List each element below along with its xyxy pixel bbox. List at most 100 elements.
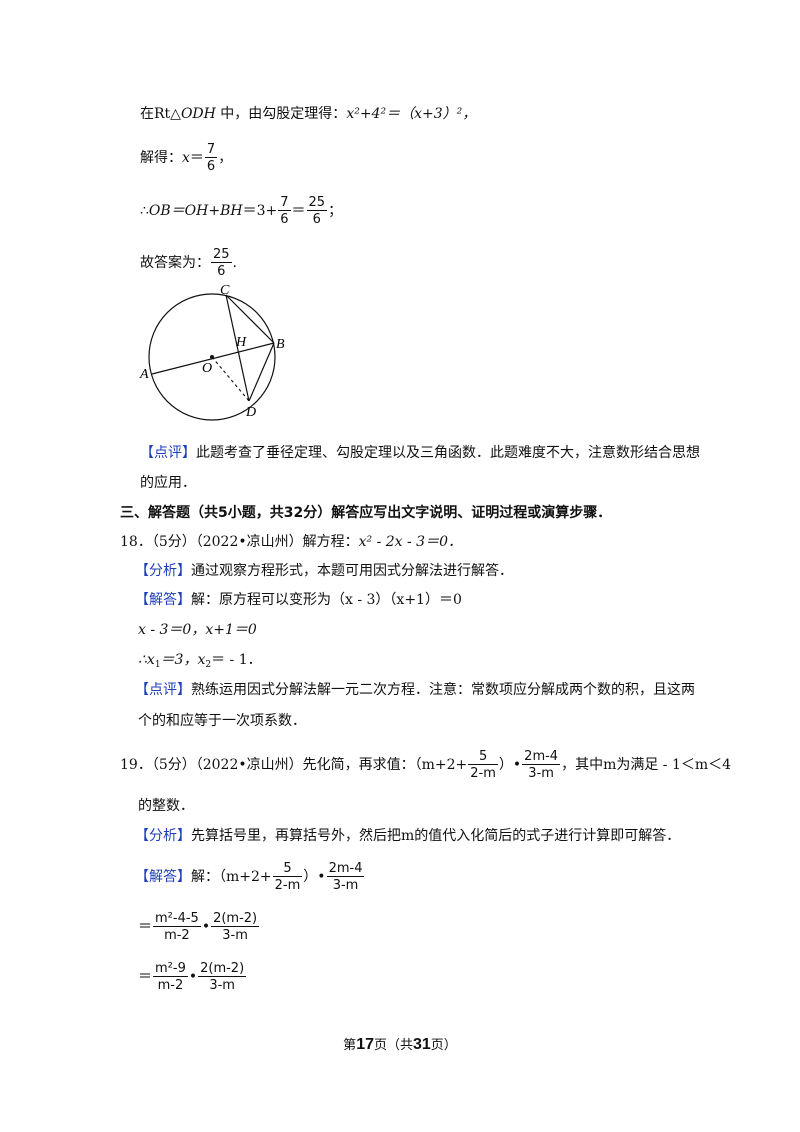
line-pythagoras: 在Rt△ODH 中，由勾股定理得：x²+4²＝（x+3）²， bbox=[140, 104, 476, 124]
text: ＝ bbox=[138, 969, 152, 985]
text: . bbox=[232, 255, 237, 271]
denominator: 6 bbox=[206, 159, 216, 174]
q18-analysis: 【分析】通过观察方程形式，本题可用因式分解法进行解答． bbox=[135, 561, 513, 581]
text: 先算括号里，再算括号外，然后把m的值代入化简后的式子进行计算即可解答． bbox=[191, 828, 681, 844]
numerator: 2m-4 bbox=[326, 861, 365, 877]
text: ∴x bbox=[138, 652, 155, 668]
denominator: 3-m bbox=[332, 878, 359, 893]
text: 解：原方程可以变形为（x - 3）（x+1）＝0 bbox=[191, 592, 462, 608]
variable: x bbox=[182, 150, 190, 166]
segment-cd bbox=[225, 294, 250, 402]
text: 此题考查了垂径定理、勾股定理以及三角函数．此题难度不大，注意数形结合思想 bbox=[196, 445, 700, 461]
text: ）• bbox=[498, 757, 522, 773]
numerator: 7 bbox=[278, 195, 291, 211]
text: ＝3+ bbox=[242, 203, 278, 219]
page-footer: 第17页（共31页） bbox=[0, 1034, 800, 1054]
center-point bbox=[210, 355, 214, 359]
text: 故答案为： bbox=[140, 255, 210, 271]
text: ＝ bbox=[189, 150, 204, 166]
text: ）• bbox=[303, 869, 326, 885]
text: ， bbox=[218, 150, 233, 166]
denominator: 6 bbox=[217, 264, 226, 279]
subscript: 1 bbox=[154, 660, 161, 670]
numerator: 25 bbox=[306, 195, 328, 211]
fraction: 2(m-2)3-m bbox=[211, 911, 260, 942]
segment-bd bbox=[248, 342, 275, 402]
q18-step-1: x - 3＝0，x+1＝0 bbox=[138, 622, 257, 638]
q18-step-2: ∴x1＝3，x2＝ - 1． bbox=[138, 650, 262, 675]
total-pages: 31 bbox=[413, 1036, 431, 1053]
text: 通过观察方程形式，本题可用因式分解法进行解答． bbox=[191, 563, 513, 579]
text: ＝ bbox=[138, 919, 152, 935]
answer-tag: 【解答】 bbox=[135, 869, 191, 885]
label-a: A bbox=[139, 367, 149, 382]
text: 熟练运用因式分解法解一元二次方程．注意：常数项应分解成两个数的积，且这两 bbox=[191, 682, 695, 698]
text: ，其中m为满足 - 1＜m＜4 bbox=[561, 757, 732, 773]
text: ∴ bbox=[140, 203, 149, 219]
text: 中，由勾股定理得： bbox=[215, 106, 347, 122]
analysis-tag: 【分析】 bbox=[135, 828, 191, 844]
denominator: m-2 bbox=[157, 978, 184, 993]
comment-1-line-2: 的应用． bbox=[140, 473, 196, 493]
subscript: 2 bbox=[205, 660, 212, 670]
text: 页（共 bbox=[373, 1038, 413, 1053]
comment-1-line-1: 【点评】此题考查了垂径定理、勾股定理以及三角函数．此题难度不大，注意数形结合思想 bbox=[140, 443, 700, 463]
denominator: 2-m bbox=[274, 878, 301, 893]
q18-comment-2: 个的和应等于一次项系数． bbox=[138, 713, 306, 729]
text: 的应用． bbox=[140, 475, 196, 491]
label-b: B bbox=[276, 337, 285, 352]
text: 第 bbox=[343, 1038, 357, 1053]
text: • bbox=[188, 969, 198, 985]
q18-header: 18．（5分）（2022•凉山州）解方程：x² - 2x - 3＝0． bbox=[120, 532, 462, 552]
numerator: m²-9 bbox=[153, 961, 188, 977]
label-h: H bbox=[235, 335, 247, 350]
numerator: 5 bbox=[468, 750, 498, 765]
answer-tag: 【解答】 bbox=[135, 592, 191, 608]
q18-answer: 【解答】解：原方程可以变形为（x - 3）（x+1）＝0 bbox=[135, 590, 462, 610]
numerator: 2(m-2) bbox=[211, 911, 260, 927]
circle-figure: A B C D H O bbox=[139, 283, 285, 421]
text: 页） bbox=[430, 1038, 457, 1053]
label-d: D bbox=[245, 405, 256, 420]
label-o: O bbox=[202, 361, 212, 376]
text: ＝3，x bbox=[160, 652, 206, 668]
numerator: 5 bbox=[272, 862, 303, 877]
text: 在Rt△ bbox=[140, 106, 181, 122]
q18-comment-1: 【点评】熟练运用因式分解法解一元二次方程．注意：常数项应分解成两个数的积，且这两 bbox=[135, 680, 695, 700]
text: 19．（5分）（2022•凉山州）先化简，再求值：（m+2+ bbox=[120, 757, 468, 773]
denominator: 2-m bbox=[470, 766, 496, 781]
text: ODH bbox=[180, 106, 216, 122]
numerator: 7 bbox=[204, 142, 218, 158]
q19-analysis: 【分析】先算括号里，再算括号外，然后把m的值代入化简后的式子进行计算即可解答． bbox=[135, 826, 680, 846]
numerator: 25 bbox=[211, 247, 232, 263]
denominator: 6 bbox=[280, 212, 289, 227]
text: • bbox=[201, 919, 211, 935]
numerator: 2(m-2) bbox=[198, 961, 247, 977]
circle-o bbox=[148, 293, 276, 421]
fraction: 2(m-2)3-m bbox=[198, 961, 247, 993]
analysis-tag: 【分析】 bbox=[135, 563, 191, 579]
denominator: 3-m bbox=[209, 978, 235, 993]
text: ； bbox=[328, 203, 343, 219]
text: ＝ bbox=[291, 203, 306, 219]
comment-tag: 【点评】 bbox=[135, 682, 191, 698]
denominator: 6 bbox=[312, 212, 321, 227]
numerator: 2m-4 bbox=[522, 749, 561, 765]
text: 18．（5分）（2022•凉山州）解方程： bbox=[120, 534, 359, 550]
denominator: 3-m bbox=[528, 766, 554, 781]
segment-od-dashed bbox=[211, 356, 250, 402]
comment-tag: 【点评】 bbox=[140, 445, 196, 461]
